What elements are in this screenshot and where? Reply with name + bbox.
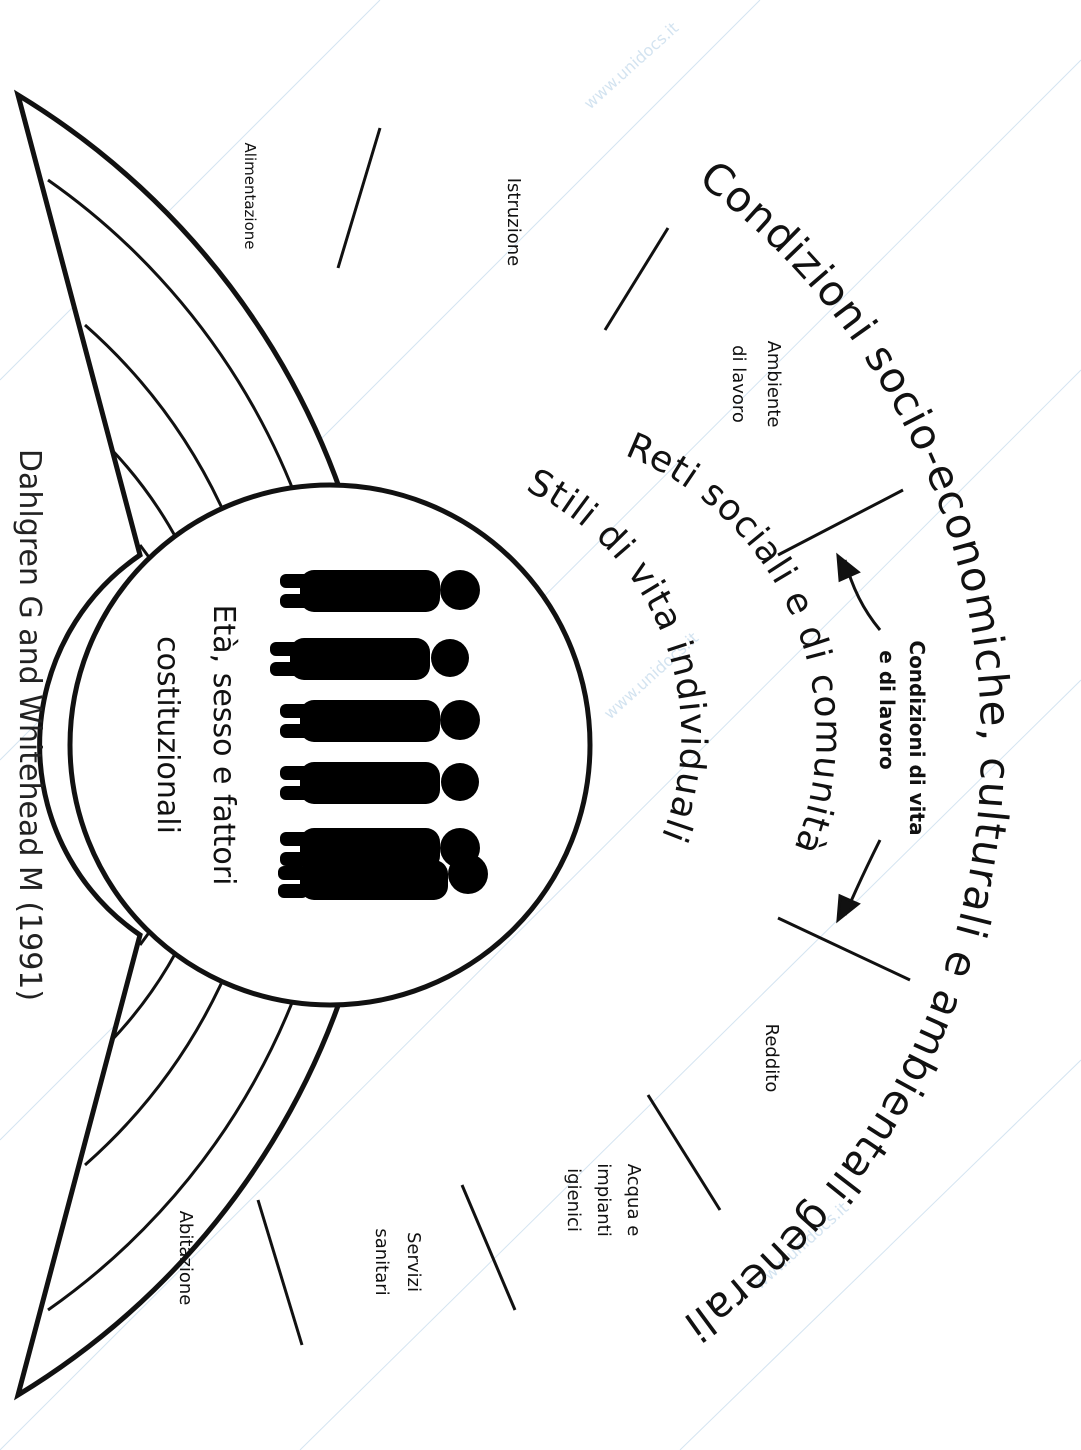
credit-line: Dahlgren G and Whitehead M (1991)	[12, 449, 47, 1001]
sector-label-istruzione: Istruzione	[503, 178, 524, 267]
sector-label-reddito: Reddito	[761, 1024, 782, 1093]
sector-label-abitazione: Abitazione	[175, 1211, 196, 1306]
core-circle	[70, 485, 590, 1005]
living-conditions-title-line2: e di lavoro	[875, 650, 899, 769]
sector-label-acqua-line1: Acqua e	[623, 1164, 644, 1237]
sector-label-acqua-line3: igienici	[563, 1168, 584, 1232]
core-label-line2: costituzionali	[150, 636, 185, 834]
sector-label-alimentazione: Alimentazione	[241, 143, 259, 250]
sector-label-ambiente-line2: di lavoro	[728, 345, 749, 423]
sector-label-servizi-line2: sanitari	[371, 1228, 392, 1295]
sector-label-servizi-line1: Servizi	[403, 1232, 424, 1292]
sector-label-ambiente-line1: Ambiente	[763, 341, 784, 428]
core-label-line1: Età, sesso e fattori	[206, 605, 241, 886]
living-conditions-title-line1: Condizioni di vita	[905, 640, 929, 835]
sector-label-acqua-line2: impianti	[593, 1163, 614, 1236]
watermark-text: www.unidocs.it	[580, 18, 682, 113]
